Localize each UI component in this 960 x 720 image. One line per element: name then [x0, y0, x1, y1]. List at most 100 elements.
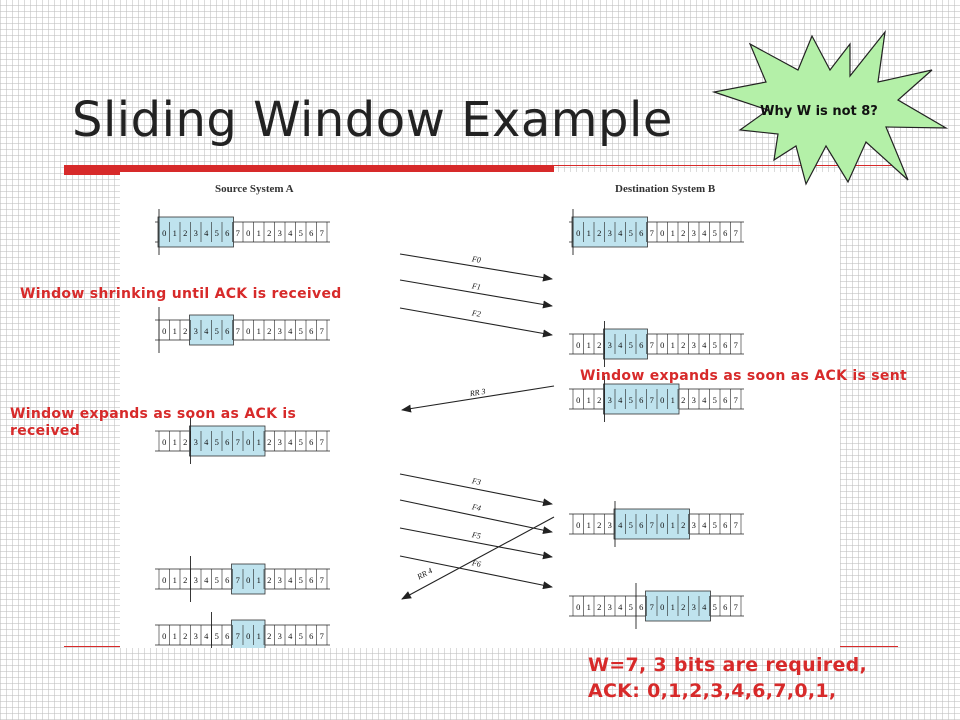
- dest-row-seq-0-12: 4: [702, 228, 707, 238]
- source-row-seq-3-6: 6: [225, 575, 229, 585]
- frame-label-2: F2: [470, 308, 481, 319]
- dest-row-seq-1-10: 2: [681, 340, 685, 350]
- frame-label-0: F0: [470, 254, 481, 264]
- source-row-seq-3-10: 2: [267, 575, 271, 585]
- frame-label-6: F5: [470, 530, 481, 541]
- dest-row-window-3: [613, 508, 690, 540]
- dest-row-seq-4-6: 6: [639, 602, 643, 612]
- slide-title: Sliding Window Example: [72, 92, 673, 148]
- dest-row-seq-2-7: 7: [650, 395, 654, 405]
- frame-label-8: RR 4: [415, 566, 434, 582]
- bottom-rule-right: [820, 646, 898, 647]
- source-row-seq-0-8: 0: [246, 228, 250, 238]
- source-row-seq-1-10: 2: [267, 326, 271, 336]
- title-underline-thin: [554, 165, 900, 166]
- source-system-label: Source System A: [215, 183, 294, 195]
- source-row-seq-2-8: 0: [246, 437, 250, 447]
- dest-row-seq-2-6: 6: [639, 395, 643, 405]
- source-row-seq-1-13: 5: [299, 326, 303, 336]
- source-row-seq-0-5: 5: [215, 228, 219, 238]
- dest-row-seq-3-7: 7: [650, 520, 654, 530]
- note-expands-ack-sent: Window expands as soon as ACK is sent: [580, 368, 907, 384]
- dest-row-seq-1-4: 4: [618, 340, 623, 350]
- dest-row-seq-2-12: 4: [702, 395, 707, 405]
- source-row-seq-0-12: 4: [288, 228, 293, 238]
- dest-row-seq-4-12: 4: [702, 602, 707, 612]
- source-row-seq-2-0: 0: [162, 437, 166, 447]
- dest-row-seq-4-15: 7: [734, 602, 738, 612]
- dest-row-seq-4-5: 5: [629, 602, 633, 612]
- callout-starburst: [711, 30, 949, 186]
- dest-row-window-2: [603, 383, 680, 415]
- source-row-seq-0-1: 1: [173, 228, 177, 238]
- dest-row-seq-1-1: 1: [587, 340, 591, 350]
- frame-arrow-8: [401, 516, 555, 600]
- frame-arrow-7: [399, 555, 553, 590]
- source-row-seq-0-7: 7: [236, 228, 240, 238]
- note-window-shrinking: Window shrinking until ACK is received: [20, 286, 342, 302]
- source-row-seq-2-9: 1: [257, 437, 261, 447]
- dest-row-seq-2-9: 1: [671, 395, 675, 405]
- source-row-seq-2-10: 2: [267, 437, 271, 447]
- source-row-seq-2-6: 6: [225, 437, 229, 447]
- frame-arrow-5: [399, 499, 553, 535]
- source-row-seq-2-14: 6: [309, 437, 313, 447]
- dest-row-seq-0-8: 0: [660, 228, 664, 238]
- dest-row-seq-2-0: 0: [576, 395, 580, 405]
- dest-row-seq-2-2: 2: [597, 395, 601, 405]
- dest-row-seq-1-14: 6: [723, 340, 727, 350]
- source-row-seq-4-10: 2: [267, 631, 271, 641]
- source-row-seq-1-5: 5: [215, 326, 219, 336]
- dest-row-seq-3-2: 2: [597, 520, 601, 530]
- dest-row-seq-0-14: 6: [723, 228, 727, 238]
- dest-row-seq-0-11: 3: [692, 228, 696, 238]
- source-row-seq-0-15: 7: [320, 228, 324, 238]
- source-row-seq-3-14: 6: [309, 575, 313, 585]
- dest-row-seq-4-9: 1: [671, 602, 675, 612]
- dest-row-seq-2-13: 5: [713, 395, 717, 405]
- source-row-seq-4-6: 6: [225, 631, 229, 641]
- dest-row-seq-4-1: 1: [587, 602, 591, 612]
- dest-row-seq-2-10: 2: [681, 395, 685, 405]
- source-row-window-2: [189, 425, 266, 457]
- source-row-seq-1-1: 1: [173, 326, 177, 336]
- source-row-seq-3-2: 2: [183, 575, 187, 585]
- dest-row-seq-3-5: 5: [629, 520, 633, 530]
- dest-row-seq-2-14: 6: [723, 395, 727, 405]
- source-row-seq-3-5: 5: [215, 575, 219, 585]
- source-row-seq-3-4: 4: [204, 575, 209, 585]
- dest-row-seq-1-0: 0: [576, 340, 580, 350]
- source-row-seq-2-5: 5: [215, 437, 219, 447]
- source-row-seq-3-11: 3: [278, 575, 282, 585]
- dest-row-seq-4-2: 2: [597, 602, 601, 612]
- source-row-seq-4-4: 4: [204, 631, 209, 641]
- dest-row-seq-3-6: 6: [639, 520, 643, 530]
- dest-row-seq-3-15: 7: [734, 520, 738, 530]
- source-row-seq-3-9: 1: [257, 575, 261, 585]
- source-row-seq-4-7: 7: [236, 631, 240, 641]
- source-row-seq-0-13: 5: [299, 228, 303, 238]
- dest-row-seq-4-3: 3: [608, 602, 612, 612]
- source-row-seq-4-5: 5: [215, 631, 219, 641]
- dest-row-seq-3-4: 4: [618, 520, 623, 530]
- dest-row-seq-3-11: 3: [692, 520, 696, 530]
- dest-row-seq-3-13: 5: [713, 520, 717, 530]
- title-underline: [64, 165, 554, 175]
- frame-arrow-0: [399, 253, 553, 282]
- frame-arrow-1: [399, 279, 553, 309]
- source-row-seq-0-2: 2: [183, 228, 187, 238]
- dest-row-seq-0-0: 0: [576, 228, 580, 238]
- dest-row-seq-1-11: 3: [692, 340, 696, 350]
- frame-label-1: F1: [470, 281, 481, 292]
- source-row-seq-1-15: 7: [320, 326, 324, 336]
- source-row-seq-1-2: 2: [183, 326, 187, 336]
- source-row-seq-3-12: 4: [288, 575, 293, 585]
- source-row-seq-0-11: 3: [278, 228, 282, 238]
- destination-system-label: Destination System B: [615, 183, 716, 195]
- dest-row-seq-0-9: 1: [671, 228, 675, 238]
- source-row-seq-0-3: 3: [194, 228, 198, 238]
- source-row-seq-2-11: 3: [278, 437, 282, 447]
- source-row-seq-1-0: 0: [162, 326, 166, 336]
